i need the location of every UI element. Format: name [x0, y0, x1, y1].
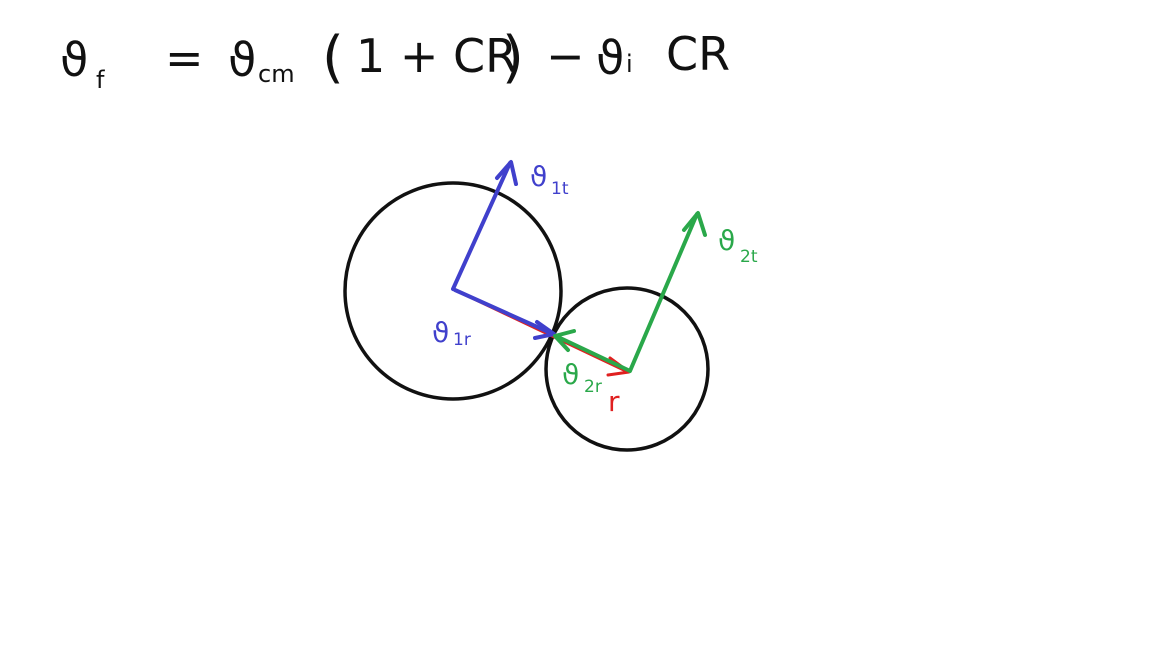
eq-term1-subscript: cm [258, 60, 295, 88]
v2r-label: ϑ 2r [562, 358, 602, 397]
eq-lhs-symbol: ϑ [60, 33, 88, 87]
v2r-label-subscript: 2r [584, 377, 602, 397]
v1r-label-symbol: ϑ [432, 316, 449, 349]
v1r-label: ϑ 1r [432, 316, 471, 350]
eq-close-paren: ) [502, 25, 524, 90]
small-circle [544, 286, 710, 452]
eq-term2-subscript: i [626, 50, 633, 78]
r-label: r [608, 385, 620, 418]
v1t-label-symbol: ϑ [530, 160, 547, 193]
v2r-arrow [553, 329, 630, 372]
v1t-arrow [451, 160, 518, 291]
eq-term1-symbol: ϑ [228, 33, 256, 87]
v1t-label: ϑ 1t [530, 160, 569, 199]
v1t-label-subscript: 1t [551, 179, 569, 199]
eq-equals: = [165, 31, 204, 85]
v2t-arrow [628, 211, 707, 373]
eq-lhs-subscript: f [96, 66, 105, 94]
v2t-label-symbol: ϑ [718, 224, 735, 257]
v1r-label-subscript: 1r [453, 330, 471, 350]
eq-term2-factor: CR [666, 27, 730, 81]
v2t-label: ϑ 2t [718, 224, 758, 267]
eq-minus: − [546, 29, 585, 83]
eq-open-paren: ( [322, 25, 344, 90]
v2r-label-symbol: ϑ [562, 358, 579, 391]
eq-inner: 1 + CR [356, 29, 517, 83]
v1r-arrow [453, 288, 556, 340]
equation: ϑ f = ϑ cm ( 1 + CR ) − ϑ i CR [60, 25, 730, 94]
v2t-label-subscript: 2t [740, 247, 758, 267]
eq-term2-symbol: ϑ [596, 31, 624, 85]
large-circle [343, 181, 563, 401]
